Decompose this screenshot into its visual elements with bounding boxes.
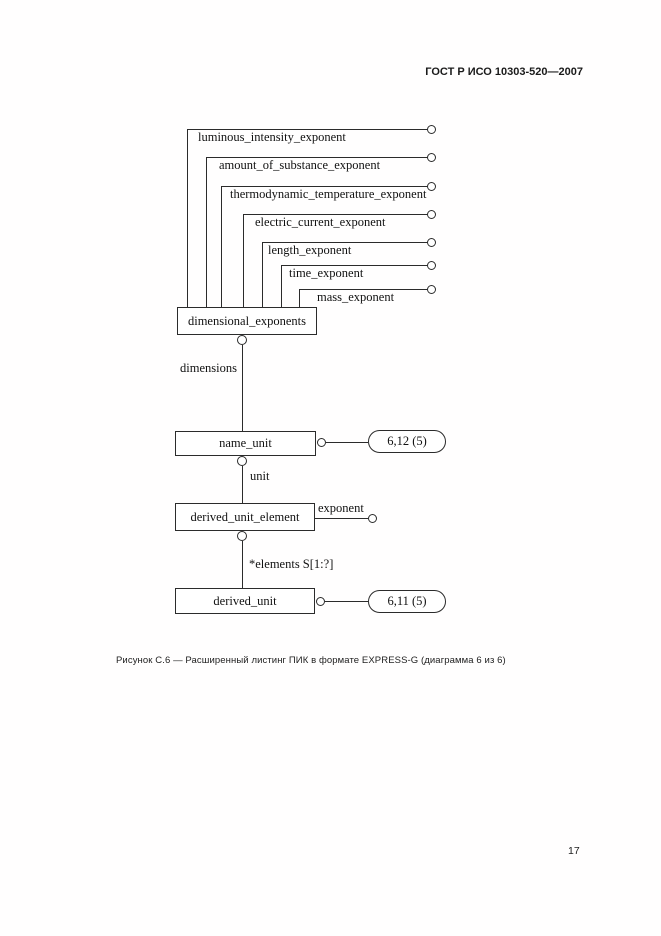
attribute-label: electric_current_exponent xyxy=(255,215,386,229)
entity-box-derived-unit-element: derived_unit_element xyxy=(175,503,315,531)
pageref-label: 6,12 (5) xyxy=(387,434,427,448)
pageref-line xyxy=(326,442,368,443)
attribute-line-drop xyxy=(262,242,263,307)
open-circle-relation-icon xyxy=(237,456,247,466)
attribute-label: mass_exponent xyxy=(317,290,395,304)
open-circle-terminal-icon xyxy=(427,125,436,134)
attribute-label: amount_of_substance_exponent xyxy=(219,158,381,172)
open-circle-terminal-icon xyxy=(427,261,436,270)
pageref-line xyxy=(325,601,368,602)
open-circle-pageref-icon xyxy=(317,438,326,447)
figure-caption: Рисунок С.6 — Расширенный листинг ПИК в … xyxy=(116,655,506,666)
entity-box-name-unit: name_unit xyxy=(175,431,316,456)
attribute-line xyxy=(315,518,368,519)
open-circle-terminal-icon xyxy=(427,285,436,294)
relation-line-unit xyxy=(242,466,243,503)
relation-label-elements: *elements S[1:?] xyxy=(249,557,334,571)
attribute-line xyxy=(262,242,430,243)
entity-label: name_unit xyxy=(219,436,272,450)
attribute-line xyxy=(221,186,430,187)
entity-label: derived_unit xyxy=(213,593,277,608)
attribute-line-drop xyxy=(281,265,282,307)
pageref-oval-name-unit: 6,12 (5) xyxy=(368,430,446,453)
open-circle-terminal-icon xyxy=(427,210,436,219)
attribute-line-drop xyxy=(221,186,222,307)
open-circle-terminal-icon xyxy=(427,153,436,162)
open-circle-relation-icon xyxy=(237,531,247,541)
attribute-line-drop xyxy=(243,214,244,307)
entity-label: derived_unit_element xyxy=(190,509,300,524)
attribute-label-exponent: exponent xyxy=(318,501,364,515)
entity-box-dimensional-exponents: dimensional_exponents xyxy=(177,307,317,335)
attribute-label: luminous_intensity_exponent xyxy=(198,130,346,144)
attribute-line xyxy=(299,289,430,290)
attribute-line xyxy=(187,129,430,130)
attribute-line xyxy=(243,214,430,215)
relation-line-dimensions xyxy=(242,345,243,431)
relation-label-unit: unit xyxy=(250,469,270,483)
attribute-label: time_exponent xyxy=(289,266,364,280)
open-circle-relation-icon xyxy=(237,335,247,345)
open-circle-pageref-icon xyxy=(316,597,325,606)
attribute-line-drop xyxy=(299,289,300,307)
pageref-label: 6,11 (5) xyxy=(387,594,427,608)
page-number: 17 xyxy=(568,845,580,857)
relation-line-elements xyxy=(242,541,243,588)
open-circle-terminal-icon xyxy=(427,238,436,247)
open-circle-terminal-icon xyxy=(368,514,377,523)
open-circle-terminal-icon xyxy=(427,182,436,191)
attribute-line xyxy=(281,265,430,266)
standard-reference-header: ГОСТ Р ИСО 10303-520—2007 xyxy=(425,66,583,78)
entity-label: dimensional_exponents xyxy=(187,313,307,328)
pageref-oval-derived-unit: 6,11 (5) xyxy=(368,590,446,613)
attribute-line-drop xyxy=(187,129,188,307)
attribute-label: thermodynamic_temperature_exponent xyxy=(230,187,427,201)
attribute-line xyxy=(206,157,430,158)
attribute-line-drop xyxy=(206,157,207,307)
attribute-label: length_exponent xyxy=(268,243,352,257)
relation-label-dimensions: dimensions xyxy=(180,361,237,375)
entity-box-derived-unit: derived_unit xyxy=(175,588,315,614)
